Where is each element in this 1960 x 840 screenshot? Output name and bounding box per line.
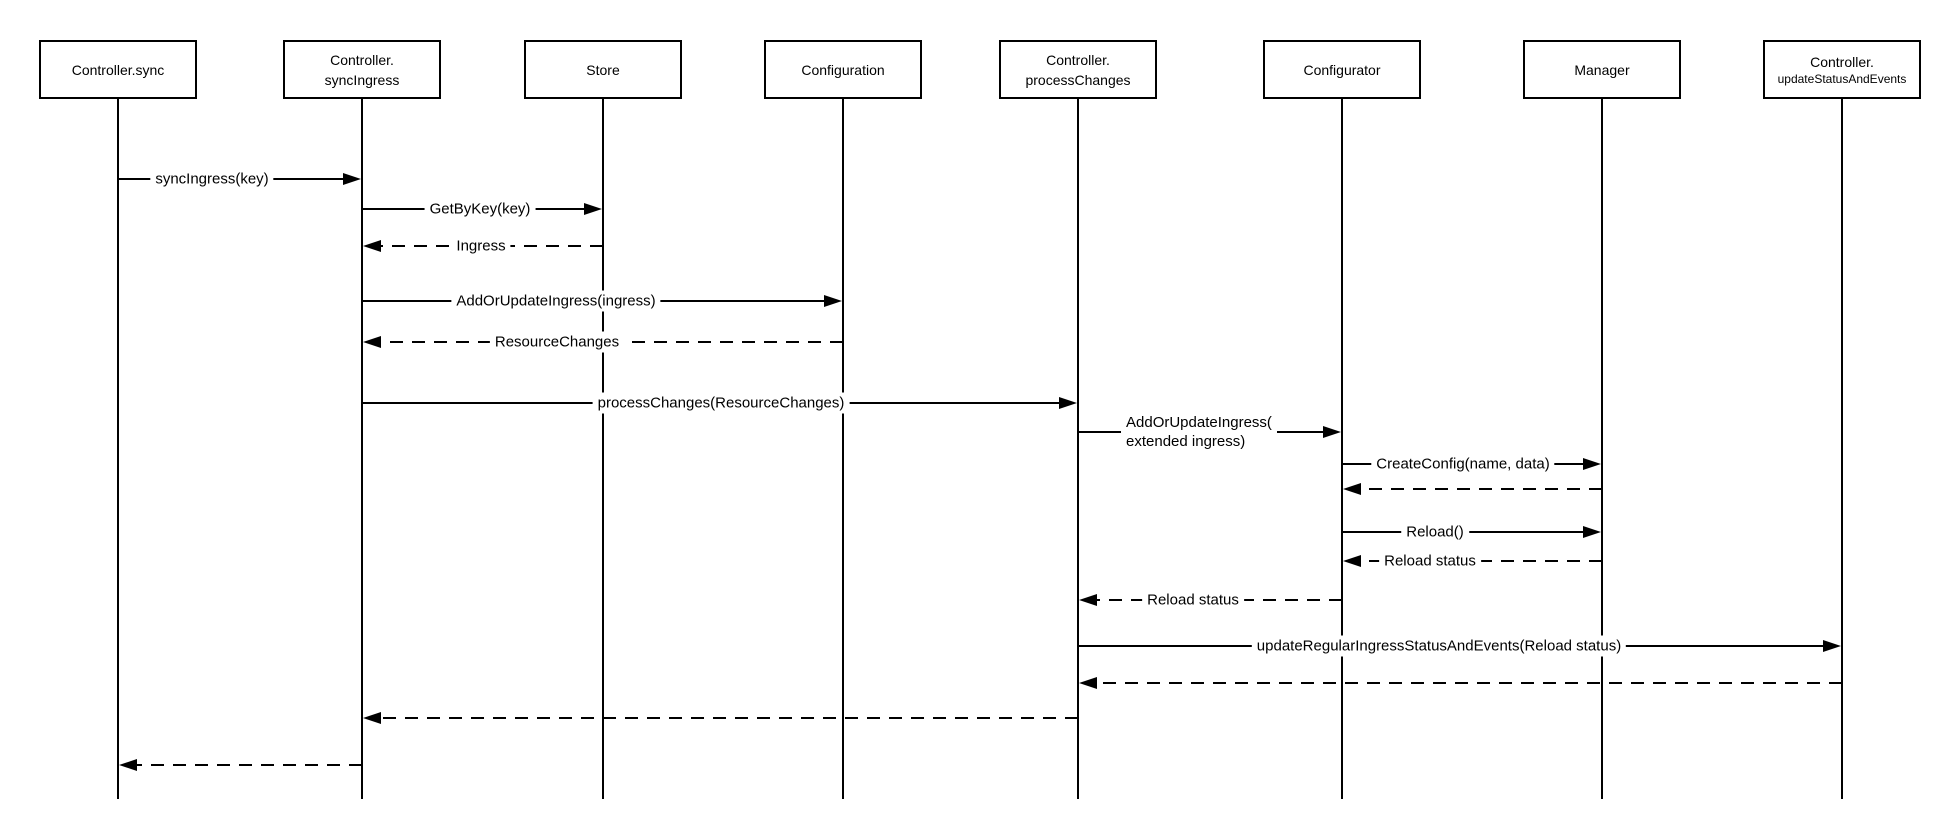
message-arrowhead-9 xyxy=(1583,526,1601,538)
participant-subname: updateStatusAndEvents xyxy=(1777,72,1907,86)
message-arrowhead-1 xyxy=(584,203,602,215)
message-label-12: updateRegularIngressStatusAndEvents(Relo… xyxy=(1251,635,1627,657)
message-label-line: Ingress xyxy=(456,237,506,255)
participant-box-controller-updatestatusandevents: Controller. updateStatusAndEvents xyxy=(1763,40,1921,99)
participant-name: Controller. xyxy=(1810,54,1874,70)
message-label-10: Reload status xyxy=(1379,550,1481,572)
message-arrowhead-6 xyxy=(1323,426,1341,438)
message-arrowhead-15 xyxy=(119,759,137,771)
participant-box-manager: Manager xyxy=(1523,40,1681,99)
message-label-line: GetByKey(key) xyxy=(429,200,531,218)
message-label-4: ResourceChanges xyxy=(489,331,625,353)
participant-subname: syncIngress xyxy=(324,71,400,88)
message-label-line: Reload status xyxy=(1147,591,1239,609)
participant-box-controller-processchanges: Controller. processChanges xyxy=(999,40,1157,99)
participant-box-configuration: Configuration xyxy=(764,40,922,99)
message-label-2: Ingress xyxy=(451,235,511,257)
message-label-3: AddOrUpdateIngress(ingress) xyxy=(451,290,661,312)
message-label-line: Reload status xyxy=(1384,552,1476,570)
message-label-line: AddOrUpdateIngress(ingress) xyxy=(456,292,656,310)
message-arrowhead-7 xyxy=(1583,458,1601,470)
participant-subname: processChanges xyxy=(1025,71,1131,88)
participant-name: Controller. xyxy=(330,51,394,68)
message-label-7: CreateConfig(name, data) xyxy=(1371,453,1555,475)
participant-name: Controller.sync xyxy=(71,61,165,78)
message-label-line: extended ingress) xyxy=(1126,433,1246,450)
message-label-5: processChanges(ResourceChanges) xyxy=(592,392,850,414)
participant-box-controller-sync: Controller.sync xyxy=(39,40,197,99)
message-arrowhead-11 xyxy=(1079,594,1097,606)
participant-name: Store xyxy=(586,61,620,78)
message-arrowhead-8 xyxy=(1343,483,1361,495)
message-label-line: CreateConfig(name, data) xyxy=(1376,455,1550,473)
participant-box-controller-syncingress: Controller. syncIngress xyxy=(283,40,441,99)
message-arrowhead-13 xyxy=(1079,677,1097,689)
message-label-1: GetByKey(key) xyxy=(424,198,536,220)
message-arrowhead-12 xyxy=(1823,640,1841,652)
participant-name: Controller. xyxy=(1046,51,1110,68)
participant-name: Configuration xyxy=(801,61,885,78)
participant-box-configurator: Configurator xyxy=(1263,40,1421,99)
message-label-line: AddOrUpdateIngress( xyxy=(1126,414,1272,431)
message-label-line: syncIngress(key) xyxy=(155,170,269,188)
message-arrowhead-10 xyxy=(1343,555,1361,567)
message-arrowhead-5 xyxy=(1059,397,1077,409)
message-arrowhead-3 xyxy=(824,295,842,307)
participant-box-store: Store xyxy=(524,40,682,99)
message-label-11: Reload status xyxy=(1142,589,1244,611)
message-label-line: Reload() xyxy=(1406,523,1464,541)
message-label-line: updateRegularIngressStatusAndEvents(Relo… xyxy=(1256,637,1622,655)
message-arrowhead-4 xyxy=(363,336,381,348)
message-label-6: AddOrUpdateIngress( extended ingress) xyxy=(1121,412,1277,452)
message-arrowhead-2 xyxy=(363,240,381,252)
message-label-0: syncIngress(key) xyxy=(150,168,274,190)
message-arrowhead-0 xyxy=(343,173,361,185)
participant-name: Manager xyxy=(1574,61,1630,78)
message-arrowhead-14 xyxy=(363,712,381,724)
participant-name: Configurator xyxy=(1303,61,1381,78)
message-label-line: ResourceChanges xyxy=(494,333,620,351)
message-label-9: Reload() xyxy=(1401,521,1469,543)
message-label-line: processChanges(ResourceChanges) xyxy=(597,394,845,412)
